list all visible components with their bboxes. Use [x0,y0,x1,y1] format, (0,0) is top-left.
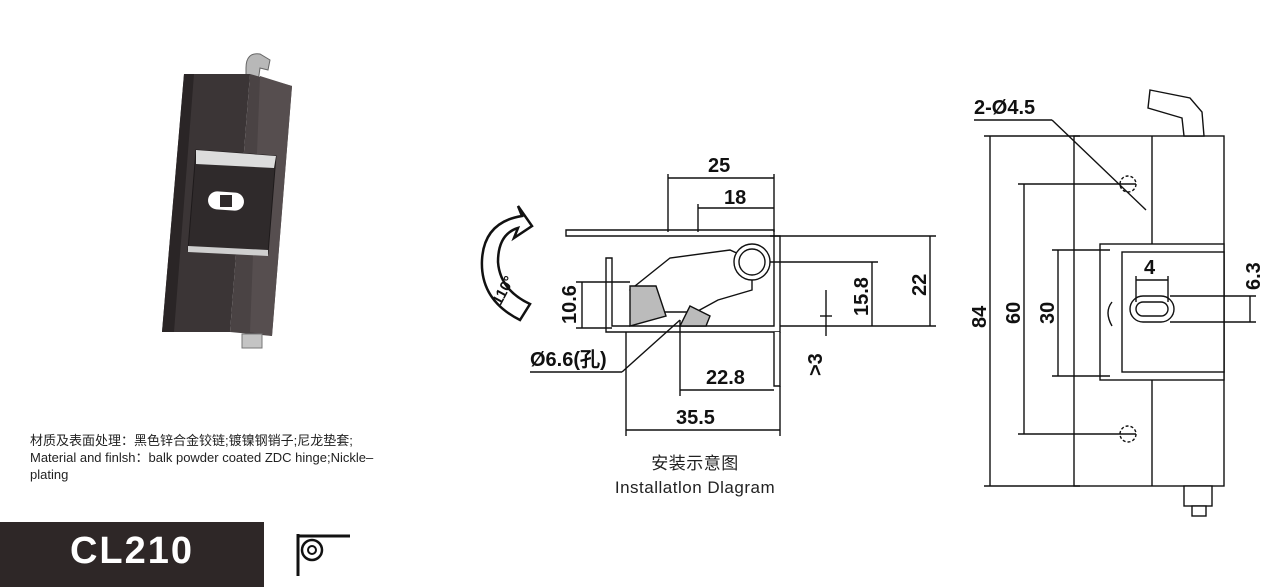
top-plate [565,229,775,237]
rotation-arrow-icon [480,205,534,322]
dim-35-5: 35.5 [676,407,715,429]
dim-60: 60 [1003,302,1025,324]
front-pin-bottom [1183,485,1213,507]
spec-cn: 材质及表面处理：黑色锌合金铰链;镀镍钢销子;尼龙垫套; [30,433,353,448]
dim-25: 25 [708,155,730,177]
hinge-mount-icon [296,534,350,576]
hinge-photo [162,53,292,349]
dim-18: 18 [724,187,746,209]
dim-4: 4 [1144,257,1156,279]
dim-22-8: 22.8 [706,367,745,389]
installation-diagram: 110° 25 18 22 15.8 >3 10.6 Ø6.6(孔) 22.8 … [480,155,936,436]
material-spec: 材质及表面处理：黑色锌合金铰链;镀镍钢销子;尼龙垫套; Material and… [30,432,450,483]
dim-15-8: 15.8 [851,277,873,316]
dim-22: 22 [909,274,931,296]
caption-cn: 安装示意图 [651,454,739,473]
dim-holes: 2-Ø4.5 [974,97,1035,119]
spec-en-1: Material and finlsh：balk powder coated Z… [30,450,374,465]
installation-caption: 安装示意图 Installatlon Dlagram [560,452,830,500]
dim-30: 30 [1037,302,1059,324]
dim-hole: Ø6.6(孔) [530,348,607,371]
front-view-drawing: 2-Ø4.5 84 60 30 4 6.3 [969,89,1265,517]
dim-84: 84 [969,305,991,328]
dim-6-3: 6.3 [1243,262,1265,290]
dim-10-6: 10.6 [559,285,581,324]
spec-en-2: plating [30,467,69,482]
model-code: CL210 [69,530,195,572]
pin-bottom [241,333,263,349]
front-pin-top [1147,89,1205,137]
model-block [0,522,264,587]
caption-en: Installatlon Dlagram [614,478,776,497]
dim-3: >3 [805,353,827,376]
